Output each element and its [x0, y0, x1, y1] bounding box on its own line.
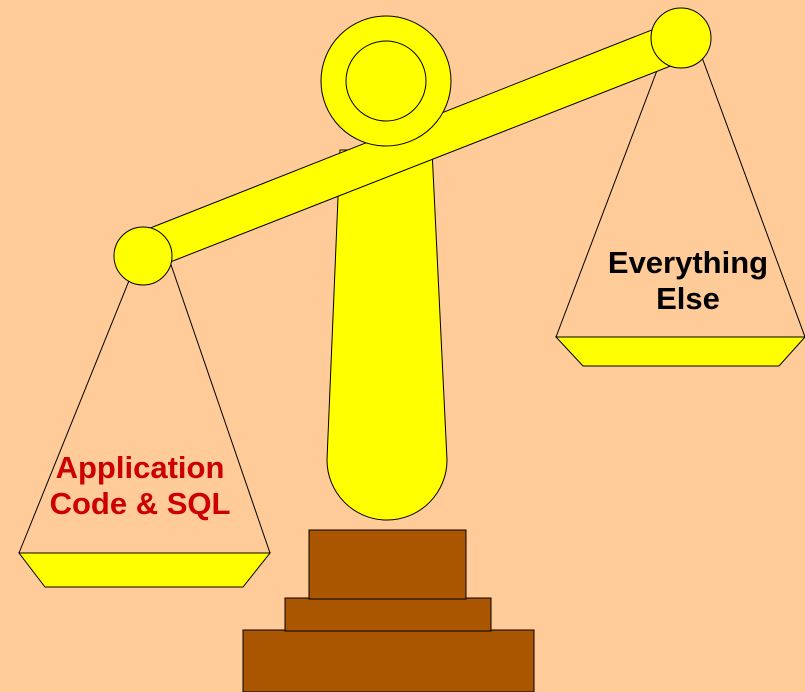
left-pan-strings [18, 255, 271, 554]
right-pan-label: Everything Else [583, 245, 793, 317]
right-pan-label-line1: Everything [607, 245, 769, 280]
right-beam-knob [650, 7, 712, 69]
left-pan-label-line1: Application [55, 450, 225, 485]
right-pan [554, 336, 805, 367]
pedestal-middle-step [284, 597, 492, 632]
pedestal-bottom-step [242, 629, 535, 692]
pedestal-top-step [308, 529, 467, 600]
left-pan-label-line2: Code & SQL [49, 486, 231, 521]
left-beam-knob [113, 226, 173, 286]
scale-post [326, 149, 448, 521]
pedestal [242, 529, 535, 692]
left-pan [17, 552, 272, 588]
right-pan-strings [555, 51, 805, 338]
pivot-inner [345, 40, 427, 122]
right-pan-label-line2: Else [656, 281, 720, 316]
left-pan-label: Application Code & SQL [20, 450, 260, 522]
